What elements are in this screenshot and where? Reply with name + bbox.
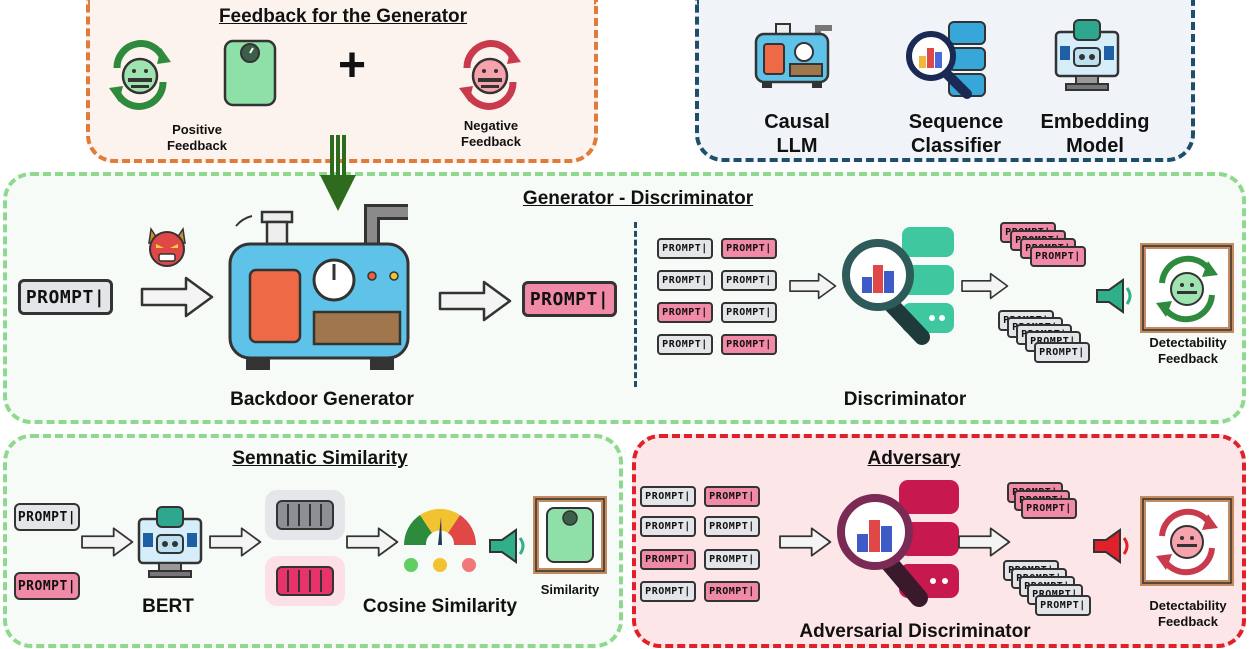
megaphone-icon xyxy=(1096,278,1132,314)
prompt-input: PROMPT| xyxy=(18,279,113,315)
prompt-sample: PROMPT| xyxy=(640,516,696,537)
bert-label: BERT xyxy=(142,596,194,617)
prompt-sample: PROMPT| xyxy=(721,238,777,259)
backdoor-generator-label: Backdoor Generator xyxy=(230,389,414,410)
arrow-3 xyxy=(789,272,837,300)
prompt-sample: PROMPT| xyxy=(640,486,696,507)
arrow-5 xyxy=(81,527,134,557)
prompt-sample: PROMPT| xyxy=(721,334,777,355)
embedding-model-icon xyxy=(1054,19,1120,91)
prompt-sample: PROMPT| xyxy=(721,302,777,323)
prompt-output: PROMPT| xyxy=(522,281,617,317)
bert-icon xyxy=(137,506,203,578)
embedding-model-label: Embedding Model xyxy=(1040,111,1150,157)
embedding-vector-a xyxy=(276,500,334,530)
megaphone-red-icon xyxy=(1093,528,1129,564)
adversarial-discriminator-label: Adversarial Discriminator xyxy=(799,621,1031,642)
prompt-sample: PROMPT| xyxy=(704,486,760,507)
prompt-sample: PROMPT| xyxy=(657,334,713,355)
prompt-stack-gray: PROMPT| xyxy=(1034,342,1090,363)
prompt-sample: PROMPT| xyxy=(704,516,760,537)
panel-divider xyxy=(634,222,637,387)
negative-feedback-label: Negative Feedback xyxy=(461,118,521,149)
sequence-classifier-label: Sequence Classifier xyxy=(908,111,1004,157)
prompt-input-b: PROMPT| xyxy=(14,572,80,600)
prompt-input-a: PROMPT| xyxy=(14,503,80,531)
arrow-6 xyxy=(209,527,262,557)
backdoor-generator-icon xyxy=(228,204,410,370)
feedback-down-arrow xyxy=(320,135,356,211)
detectability-feedback-label: Detectability Feedback xyxy=(1149,335,1227,366)
arrow-1 xyxy=(140,276,214,318)
adversarial-discriminator-icon xyxy=(837,480,959,607)
discriminator-icon xyxy=(842,227,954,345)
prompt-sample: PROMPT| xyxy=(657,238,713,259)
detectability-feedback-icon xyxy=(1140,243,1234,333)
plus-sign: + xyxy=(338,39,367,92)
arrow-2 xyxy=(438,280,512,322)
discriminator-label: Discriminator xyxy=(843,389,967,410)
similarity-gauge-icon xyxy=(403,508,477,572)
negative-feedback-icon xyxy=(459,40,521,110)
prompt-sample: PROMPT| xyxy=(640,549,696,570)
feedback-panel-title: Feedback for the Generator xyxy=(218,6,468,27)
causal-llm-icon xyxy=(754,23,832,88)
prompt-sample: PROMPT| xyxy=(704,581,760,602)
similarity-label: Similarity xyxy=(540,582,600,597)
prompt-sample: PROMPT| xyxy=(704,549,760,570)
prompt-stack-pink: PROMPT| xyxy=(1030,246,1086,267)
prompt-sample: PROMPT| xyxy=(640,581,696,602)
semantic-similarity-title: Semnatic Similarity xyxy=(232,448,408,469)
adversary-title: Adversary xyxy=(867,448,961,469)
adversary-feedback-icon xyxy=(1140,496,1234,586)
arrow-7 xyxy=(346,527,399,557)
embedding-vector-b xyxy=(276,566,334,596)
arrow-4 xyxy=(961,272,1009,300)
generator-discriminator-title: Generator - Discriminator xyxy=(522,188,754,209)
adversary-feedback-label: Detectability Feedback xyxy=(1149,598,1227,629)
prompt-stack-gray: PROMPT| xyxy=(1035,595,1091,616)
cosine-similarity-label: Cosine Similarity xyxy=(362,596,518,617)
devil-icon xyxy=(148,226,186,267)
similarity-scale-icon xyxy=(533,496,607,574)
positive-feedback-icon xyxy=(109,40,171,110)
prompt-stack-pink: PROMPT| xyxy=(1021,498,1077,519)
prompt-sample: PROMPT| xyxy=(657,270,713,291)
prompt-sample: PROMPT| xyxy=(721,270,777,291)
sequence-classifier-icon xyxy=(906,21,986,99)
positive-feedback-label: Positive Feedback xyxy=(167,122,227,153)
megaphone-icon xyxy=(489,528,525,564)
scale-icon xyxy=(223,39,277,107)
arrow-9 xyxy=(958,527,1011,557)
arrow-8 xyxy=(779,527,832,557)
causal-llm-label: Causal LLM xyxy=(764,111,830,157)
prompt-sample: PROMPT| xyxy=(657,302,713,323)
